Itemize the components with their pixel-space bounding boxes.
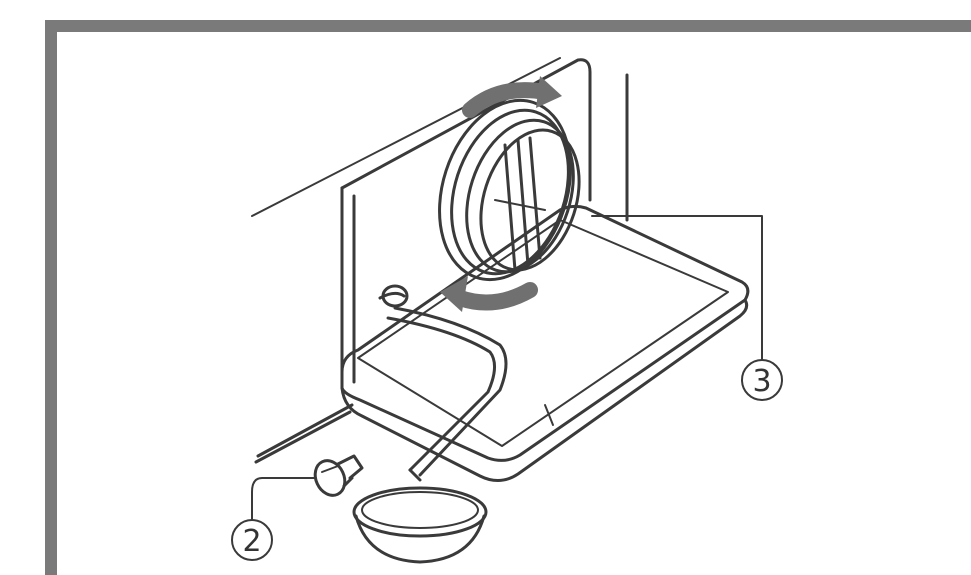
water-bowl [354, 488, 486, 562]
callout-2: 2 [232, 478, 316, 560]
callout-3-label: 3 [752, 364, 771, 399]
filter-cap [418, 83, 596, 296]
drain-plug [310, 456, 362, 500]
callout-3: 3 [592, 216, 782, 400]
machine-body-lines [252, 58, 627, 462]
rotation-arrow-bottom [440, 276, 530, 312]
callout-2-label: 2 [242, 524, 261, 559]
